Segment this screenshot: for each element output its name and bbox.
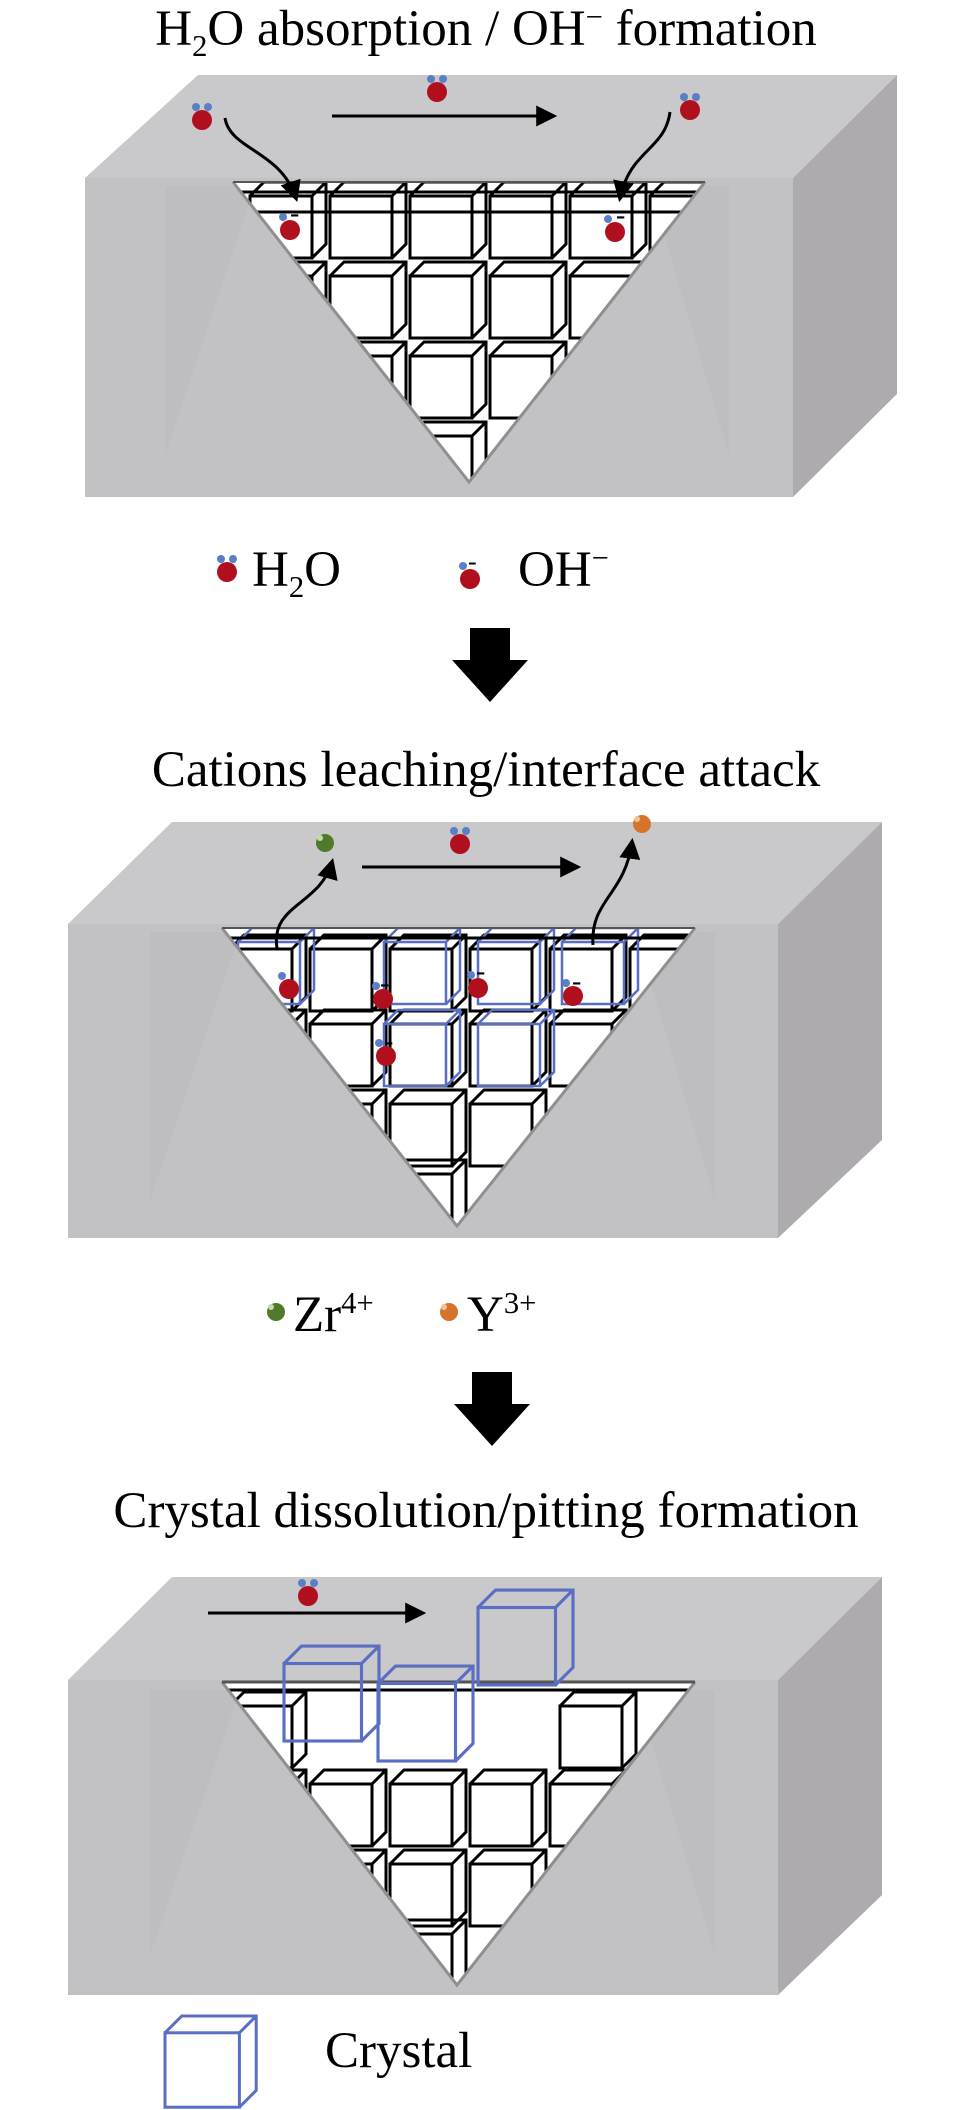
legend-zr-icon-highlight xyxy=(268,1304,274,1310)
adsorption-arrow xyxy=(223,117,301,202)
stage-arrow-down xyxy=(452,628,528,702)
legend-y-label: Y3+ xyxy=(467,1286,537,1343)
legend-water-label: H2O xyxy=(252,542,341,605)
legend-y-icon-highlight xyxy=(441,1304,447,1310)
minus-sign: - xyxy=(290,198,299,229)
y-cation-highlight xyxy=(634,816,640,822)
leaching-arrow xyxy=(591,837,641,946)
leaching-arrow xyxy=(274,857,338,949)
adsorption-arrow xyxy=(613,111,672,203)
stage3-pit xyxy=(220,1680,697,1988)
minus-sign: - xyxy=(616,200,625,231)
stage1-pit xyxy=(231,181,707,485)
stage3-title: Crystal dissolution/pitting formation xyxy=(113,1483,859,1539)
minus-sign: - xyxy=(476,956,485,987)
stage-arrow-down xyxy=(454,1372,530,1446)
legend-zr-label: Zr4+ xyxy=(293,1286,374,1343)
legend-crystal-label: Crystal xyxy=(325,2023,473,2079)
legend-hydroxide-label: OH− xyxy=(518,541,609,598)
minus-sign: - xyxy=(380,968,389,999)
minus-sign: - xyxy=(572,966,581,997)
legend-crystal-icon xyxy=(163,2014,258,2109)
legend-water-icon xyxy=(217,555,237,582)
minus-sign: - xyxy=(468,547,477,576)
stage1-title: H2O absorption / OH− formation xyxy=(155,0,817,64)
minus-sign: - xyxy=(384,1026,393,1057)
stage2-title: Cations leaching/interface attack xyxy=(151,742,821,798)
zr-cation-highlight xyxy=(317,835,323,841)
